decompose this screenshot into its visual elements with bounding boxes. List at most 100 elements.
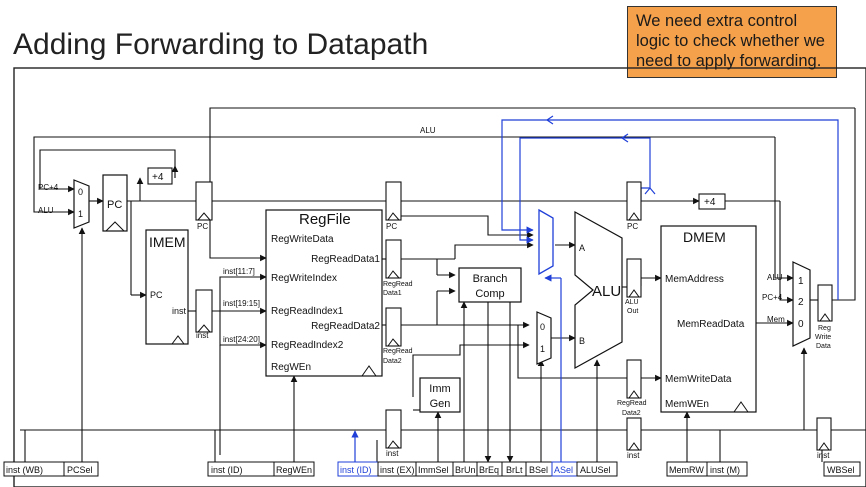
branch-comp-label-b: Comp [475, 288, 504, 300]
pc-mux [73, 179, 90, 229]
ctrl-brun: BrUn [455, 465, 476, 475]
wb-mux [792, 261, 811, 347]
pc-register-fd [195, 181, 213, 221]
alu-port-a: A [579, 243, 585, 253]
inst-register-fd-label: inst [196, 331, 209, 340]
dmem-wen: MemWEn [665, 399, 709, 410]
ctrl-memrw: MemRW [669, 465, 704, 475]
ctrl-bsel: BSel [529, 465, 548, 475]
b-mux [536, 311, 552, 365]
data1-register [385, 239, 402, 279]
alu-out-label-b: Out [627, 308, 638, 315]
inst-19-15-label: inst[19:15] [223, 299, 260, 308]
b-mux-0: 0 [540, 322, 545, 332]
inst-24-20-label: inst[24:20] [223, 335, 260, 344]
dmem-block [660, 225, 757, 413]
wb-mux-0: 0 [798, 319, 804, 330]
inst-register-mw [816, 417, 832, 451]
inst-register-fd [195, 289, 213, 333]
inst-register-em-label: inst [627, 451, 640, 460]
pc-mux-1: 1 [78, 209, 83, 219]
plus4-adder [147, 167, 173, 185]
data1-label-b: Data1 [383, 290, 402, 297]
b-mux-1: 1 [540, 344, 545, 354]
alu-input-label: ALU [38, 206, 54, 215]
regfile-read-index2: RegReadIndex2 [271, 340, 344, 351]
regfile-block [265, 209, 383, 377]
slide-frame [13, 67, 866, 487]
inst-11-7-label: inst[11:7] [223, 267, 255, 276]
alu-label: ALU [592, 283, 621, 300]
imem-pc-label: PC [150, 290, 163, 300]
data1-label-a: RegRead [383, 281, 413, 288]
plus4-mem-label: +4 [704, 197, 716, 208]
callout-box: We need extra control logic to check whe… [627, 6, 837, 78]
dmem-write-data: MemWriteData [665, 374, 732, 385]
regfile-read-data2: RegReadData2 [311, 321, 380, 332]
write-data-label-c: Data [816, 343, 831, 350]
data2-register-em [626, 359, 642, 399]
pc-register-de-label: PC [386, 222, 397, 231]
ctrl-inst-wb: inst (WB) [6, 465, 43, 475]
ctrl-inst-ex: inst (EX) [380, 465, 415, 475]
data2-register [385, 307, 402, 347]
alu-out-register [626, 258, 642, 298]
pc-register-label: PC [107, 199, 122, 211]
inst-register-de-label: inst [386, 449, 399, 458]
ctrl-immsel: ImmSel [418, 465, 449, 475]
slide-title: Adding Forwarding to Datapath [13, 28, 429, 61]
data2-em-label-a: RegRead [617, 400, 647, 407]
regfile-read-data1: RegReadData1 [311, 254, 380, 265]
wb-mem-label: Mem [767, 315, 785, 324]
ctrl-brlt: BrLt [506, 465, 523, 475]
branch-comp-block [458, 267, 522, 303]
inst-register-em [626, 417, 642, 451]
ctrl-regwen: RegWEn [276, 465, 312, 475]
imm-gen-label-a: Imm [429, 383, 450, 395]
dmem-read-data: MemReadData [677, 319, 745, 330]
pc-register-de [385, 181, 402, 221]
regfile-write-index: RegWriteIndex [271, 273, 337, 284]
write-data-label-a: Reg [818, 325, 831, 332]
regfile-wen: RegWEn [271, 362, 311, 373]
alu-port-b: B [579, 336, 585, 346]
imm-gen-label-b: Gen [430, 398, 451, 410]
dmem-title: DMEM [683, 229, 726, 245]
data2-label-a: RegRead [383, 348, 413, 355]
ctrl-inst-id: inst (ID) [211, 465, 243, 475]
pc-register-em [626, 181, 642, 221]
pc4-input-label: PC+4 [38, 183, 59, 192]
wb-mux-2: 2 [798, 297, 804, 308]
wb-mux-1: 1 [798, 276, 804, 287]
regfile-write-data: RegWriteData [271, 234, 334, 245]
branch-comp-label-a: Branch [473, 273, 508, 285]
plus4-label: +4 [152, 172, 164, 183]
ctrl-alusel: ALUSel [580, 465, 611, 475]
inst-register-de [385, 409, 402, 449]
ctrl-inst-id-blue: inst (ID) [340, 465, 372, 475]
data2-label-b: Data2 [383, 358, 402, 365]
data2-em-label-b: Data2 [622, 410, 641, 417]
ctrl-inst-m: inst (M) [710, 465, 740, 475]
wb-alu-label: ALU [767, 273, 783, 282]
pc-register-em-label: PC [627, 222, 638, 231]
imem-inst-label: inst [172, 306, 187, 316]
dmem-mem-address: MemAddress [665, 274, 724, 285]
a-mux-forwarding [538, 208, 554, 276]
ctrl-asel: ASel [554, 465, 573, 475]
alu-out-label-a: ALU [625, 299, 639, 306]
ctrl-pcsel: PCSel [67, 465, 93, 475]
regfile-read-index1: RegReadIndex1 [271, 306, 344, 317]
pc-mux-0: 0 [78, 187, 83, 197]
wb-pc4-label: PC+4 [762, 293, 783, 302]
pc-register-fd-label: PC [197, 222, 208, 231]
alu-block [574, 210, 623, 370]
write-data-label-b: Write [815, 334, 831, 341]
ctrl-wbsel: WBSel [827, 465, 855, 475]
imm-gen-block [419, 377, 461, 413]
ctrl-breq: BrEq [479, 465, 499, 475]
imem-title: IMEM [149, 234, 186, 250]
control-bar: inst (WB) PCSel inst (ID) RegWEn inst (I… [3, 461, 861, 477]
regfile-title: RegFile [299, 211, 351, 228]
